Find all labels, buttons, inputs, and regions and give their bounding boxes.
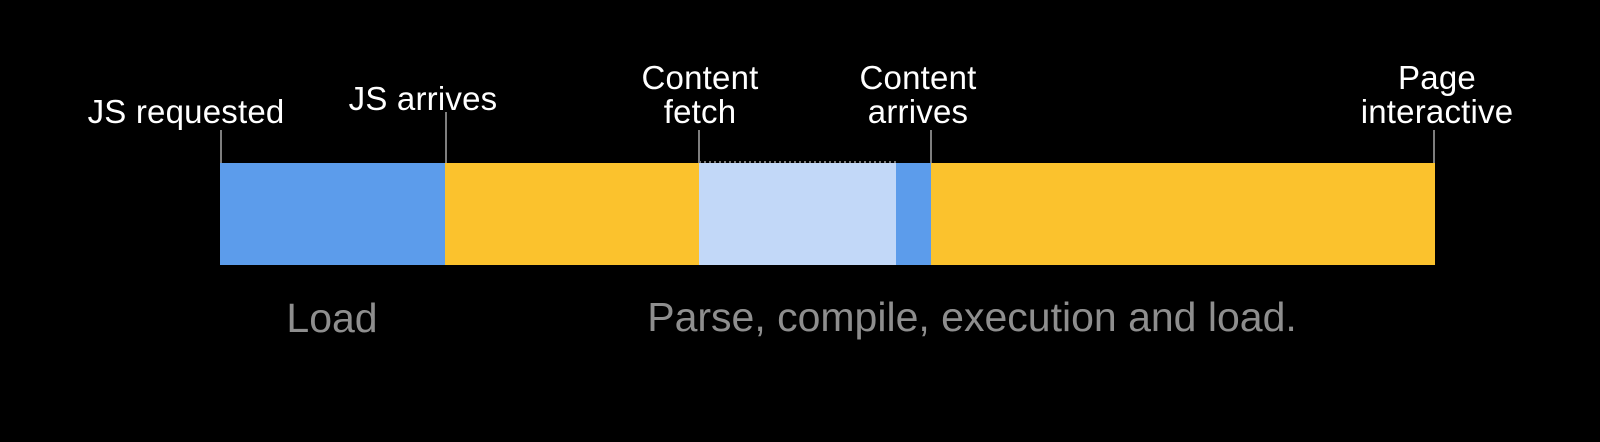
milestone-label-js-arrives: JS arrives [348, 80, 498, 117]
content-fetch-dotted-edge [699, 161, 896, 163]
milestone-tick-content-fetch [698, 130, 700, 163]
segment-content-arrives [896, 163, 931, 265]
timeline-bar [220, 161, 1435, 265]
milestone-tick-js-arrives [445, 112, 447, 163]
segment-js-download [220, 163, 445, 265]
milestone-tick-content-arrives [930, 130, 932, 163]
segment-content-fetch [699, 161, 896, 265]
milestone-tick-page-interactive [1433, 130, 1435, 163]
phase-label-load: Load [286, 295, 378, 341]
segment-parse-compile-2 [931, 163, 1435, 265]
milestone-label-content-arrives: Content arrives [859, 59, 977, 130]
milestone-label-content-fetch: Content fetch [641, 59, 759, 130]
milestone-label-page-interactive: Page interactive [1360, 59, 1514, 130]
phase-label-parse-compile-execution-load: Parse, compile, execution and load. [647, 294, 1297, 340]
segment-parse-compile-1 [445, 163, 699, 265]
milestone-label-js-requested: JS requested [87, 93, 285, 130]
milestone-tick-js-requested [220, 130, 222, 163]
